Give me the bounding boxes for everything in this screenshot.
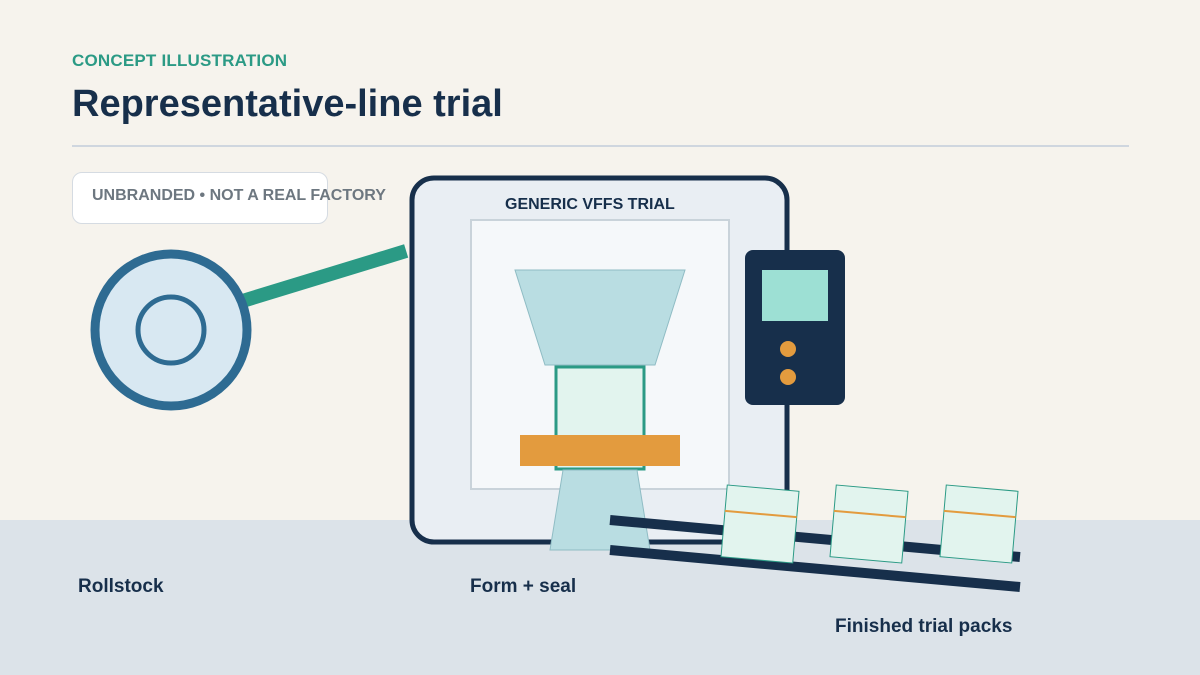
trial-pack [939, 484, 1019, 564]
film-web [222, 244, 409, 314]
disclaimer-badge-text: UNBRANDED • NOT A REAL FACTORY [92, 187, 386, 204]
disclaimer-badge [72, 172, 328, 224]
discharge-chute [549, 469, 651, 551]
control-button-2 [780, 369, 796, 385]
caption-finished-packs: Finished trial packs [835, 616, 1013, 637]
machine-label: GENERIC VFFS TRIAL [505, 196, 675, 213]
rollstock-core [135, 294, 207, 366]
control-button-1 [780, 341, 796, 357]
eyebrow-label: CONCEPT ILLUSTRATION [72, 51, 288, 70]
product-hopper [514, 269, 686, 366]
trial-pack [720, 484, 800, 564]
trial-pack [829, 484, 909, 564]
conveyor-rail-bottom [609, 545, 1021, 592]
control-screen [762, 270, 828, 321]
sealing-jaw [520, 435, 680, 466]
page-title: Representative-line trial [72, 83, 503, 125]
caption-rollstock: Rollstock [78, 576, 164, 597]
title-divider [72, 145, 1129, 147]
caption-form-seal: Form + seal [470, 576, 577, 597]
